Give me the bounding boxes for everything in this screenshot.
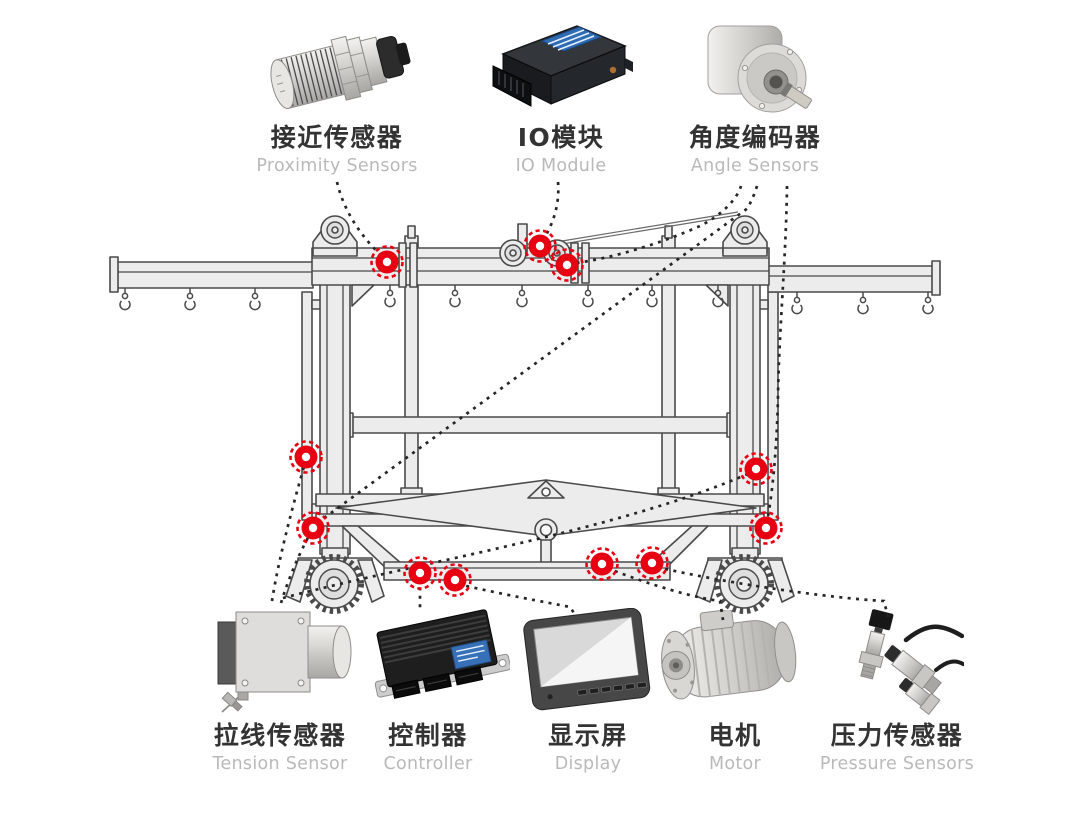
label-en-tension: Tension Sensor — [212, 753, 348, 774]
label-cn-controller: 控制器 — [388, 721, 468, 750]
label-cn-tension: 拉线传感器 — [213, 721, 347, 750]
label-cn-io-module: IO模块 — [517, 123, 605, 152]
leader-line-tension — [282, 471, 751, 600]
sensor-marker-pressure[interactable] — [635, 546, 669, 580]
label-cn-pressure: 压力传感器 — [830, 721, 964, 750]
spray-hooks — [119, 285, 934, 315]
sensor-marker-angle[interactable] — [749, 511, 783, 545]
component-label-pressure: 压力传感器 Pressure Sensors — [792, 721, 1002, 774]
leader-line-tension — [270, 462, 307, 602]
leader-line-tension — [279, 533, 312, 604]
proximity-sensor-photo — [255, 20, 415, 120]
controller-photo — [370, 606, 510, 718]
sensor-marker-tension[interactable] — [289, 440, 323, 474]
label-en-pressure: Pressure Sensors — [819, 753, 975, 774]
sensor-marker-proximity[interactable] — [370, 245, 404, 279]
label-en-display: Display — [554, 753, 622, 774]
component-label-controller: 控制器 Controller — [323, 721, 533, 774]
sensor-marker-motor[interactable] — [585, 547, 619, 581]
label-en-motor: Motor — [708, 753, 762, 774]
label-cn-proximity: 接近传感器 — [270, 123, 404, 152]
sensor-marker-io_module[interactable] — [523, 229, 557, 263]
sensor-marker-controller[interactable] — [403, 556, 437, 590]
leader-line-display — [457, 582, 578, 617]
label-en-angle: Angle Sensors — [690, 155, 820, 176]
component-label-angle: 角度编码器 Angle Sensors — [650, 123, 860, 176]
component-label-motor: 电机 Motor — [630, 721, 840, 774]
sensor-marker-tension[interactable] — [296, 511, 330, 545]
motor-photo — [648, 610, 808, 714]
label-en-controller: Controller — [383, 753, 473, 774]
leader-line-angle — [319, 185, 759, 523]
label-cn-angle: 角度编码器 — [688, 123, 822, 152]
component-label-io-module: IO模块 IO Module — [456, 123, 666, 176]
io-module-photo — [487, 14, 633, 116]
label-en-io-module: IO Module — [515, 155, 607, 176]
label-cn-display: 显示屏 — [548, 721, 628, 750]
leader-line-angle — [765, 185, 789, 522]
sensor-marker-tension[interactable] — [739, 452, 773, 486]
component-label-tension: 拉线传感器 Tension Sensor — [175, 721, 385, 774]
sensor-marker-angle[interactable] — [550, 248, 584, 282]
leader-line-proximity — [335, 181, 385, 259]
display-photo — [516, 608, 658, 714]
label-cn-motor: 电机 — [708, 721, 762, 750]
component-label-proximity: 接近传感器 Proximity Sensors — [232, 123, 442, 176]
machine-line-drawing — [109, 211, 941, 614]
label-en-proximity: Proximity Sensors — [256, 155, 418, 176]
pressure-sensor-photo — [836, 606, 964, 718]
component-label-display: 显示屏 Display — [483, 721, 693, 774]
tension-sensor-photo — [208, 600, 356, 718]
angle-encoder-photo — [696, 20, 824, 124]
sensor-marker-display[interactable] — [438, 563, 472, 597]
leader-line-angle — [575, 185, 743, 265]
